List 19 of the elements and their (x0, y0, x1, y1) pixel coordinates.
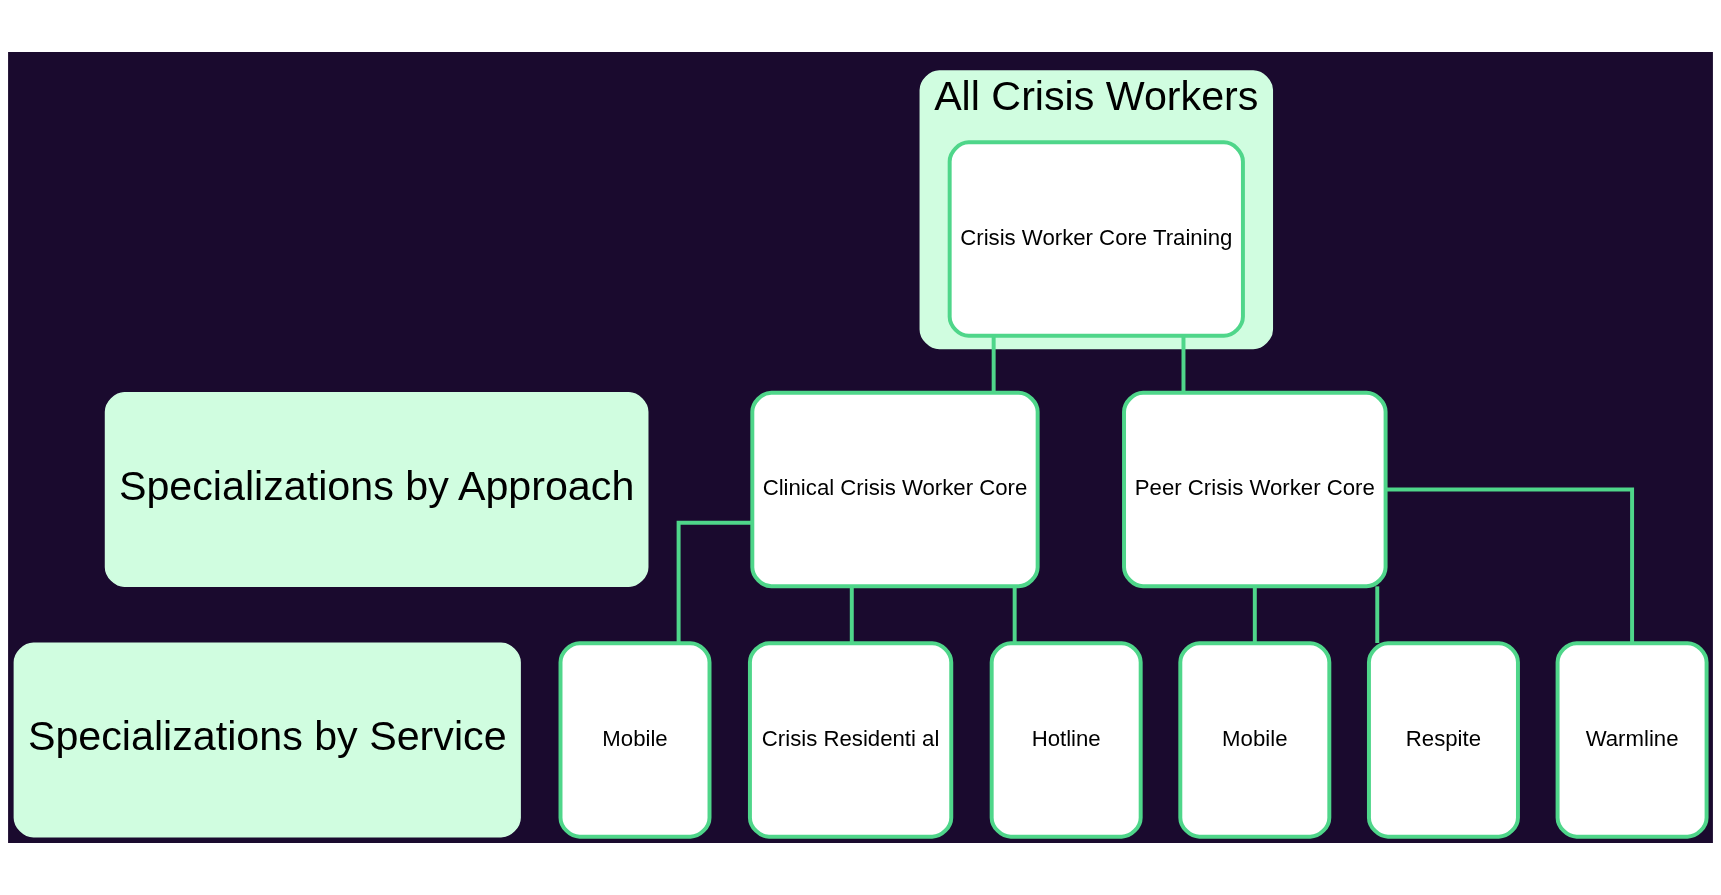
connector (1375, 586, 1380, 643)
node-box: Peer Crisis Worker Core (1122, 390, 1388, 589)
connector (849, 586, 854, 643)
connector (991, 335, 996, 393)
connector (1012, 586, 1017, 643)
node-box: Crisis Worker Core Training (947, 140, 1245, 338)
node-box: Respite (1366, 641, 1520, 839)
node-box: Mobile (1178, 641, 1332, 839)
connector (1385, 487, 1635, 644)
node-box: Hotline (989, 641, 1143, 839)
node-box: Specializations by Service (13, 642, 521, 838)
connector (676, 520, 752, 643)
connector (1181, 335, 1186, 393)
node-box: Mobile (558, 641, 712, 839)
node-box: Clinical Crisis Worker Core (750, 390, 1040, 589)
connector (1252, 586, 1257, 643)
node-box: Specializations by Approach (104, 392, 649, 587)
node-box: Crisis Residenti al (747, 641, 954, 839)
node-box: Warmline (1555, 641, 1709, 839)
